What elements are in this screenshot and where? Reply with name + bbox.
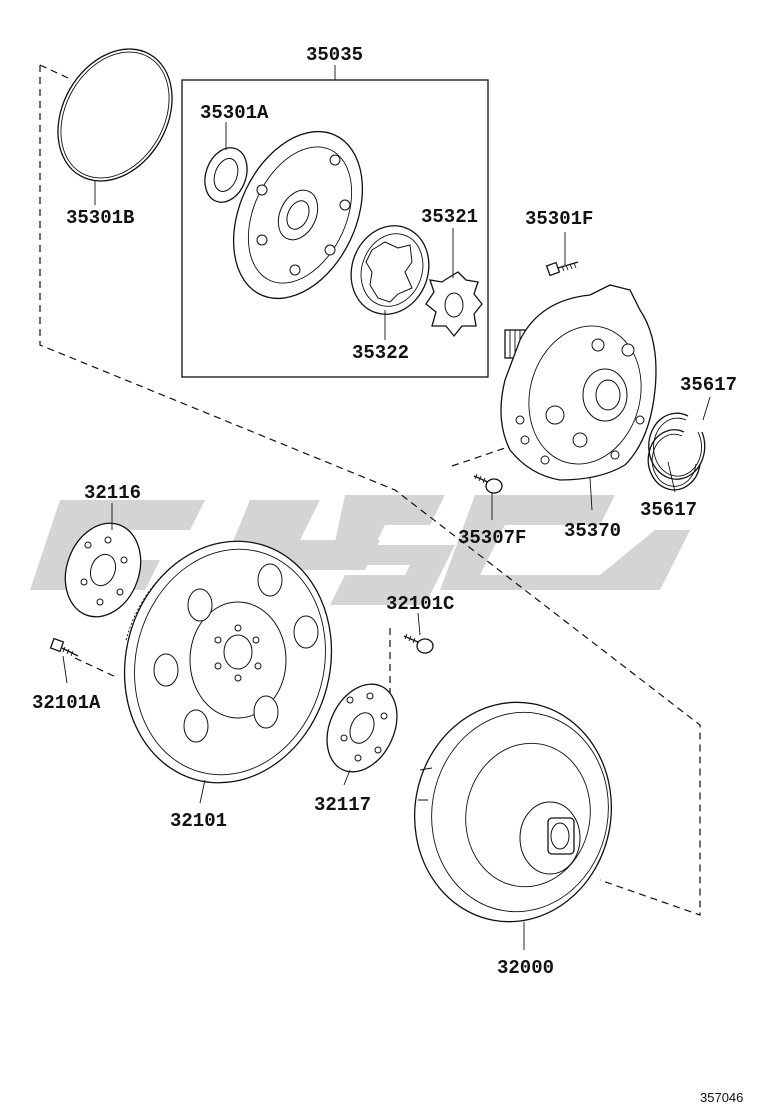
oil-seal-part bbox=[204, 147, 248, 203]
part-label-35301b: 35301B bbox=[66, 207, 134, 229]
part-label-32117: 32117 bbox=[314, 794, 371, 816]
part-label-35617-upper: 35617 bbox=[680, 374, 737, 396]
seal-rings-part bbox=[647, 412, 706, 491]
assembly-guides bbox=[39, 64, 701, 916]
part-label-32101: 32101 bbox=[170, 810, 227, 832]
part-label-35321: 35321 bbox=[421, 206, 478, 228]
rear-spacer-part bbox=[326, 683, 398, 773]
pump-body-part bbox=[232, 130, 364, 300]
part-label-35370: 35370 bbox=[564, 520, 621, 542]
part-label-35301f: 35301F bbox=[525, 208, 593, 230]
part-label-32116: 32116 bbox=[84, 482, 141, 504]
pump-screw-part bbox=[473, 473, 503, 494]
driven-gear-part bbox=[350, 225, 430, 315]
leader-lines bbox=[62, 65, 711, 950]
part-label-35301a: 35301A bbox=[200, 102, 269, 124]
diagram-reference-number: 357046 bbox=[700, 1090, 743, 1105]
front-spacer-part bbox=[64, 522, 142, 618]
part-label-32101a: 32101A bbox=[32, 692, 101, 714]
part-label-35035: 35035 bbox=[306, 44, 363, 66]
drive-gear-part bbox=[425, 271, 483, 338]
oring-part bbox=[57, 48, 173, 182]
flywheel-bolt-part bbox=[49, 637, 79, 657]
plate-bolt-part bbox=[403, 633, 434, 654]
torque-converter-part bbox=[413, 701, 613, 923]
part-label-32101c: 32101C bbox=[386, 593, 454, 615]
stator-shaft-part bbox=[500, 284, 657, 481]
part-label-35322: 35322 bbox=[352, 342, 409, 364]
drive-plate-part bbox=[123, 540, 333, 784]
part-label-35307f: 35307F bbox=[458, 527, 526, 549]
part-label-35617-lower: 35617 bbox=[640, 499, 697, 521]
pump-bolt-part bbox=[545, 261, 579, 277]
part-label-32000: 32000 bbox=[497, 957, 554, 979]
